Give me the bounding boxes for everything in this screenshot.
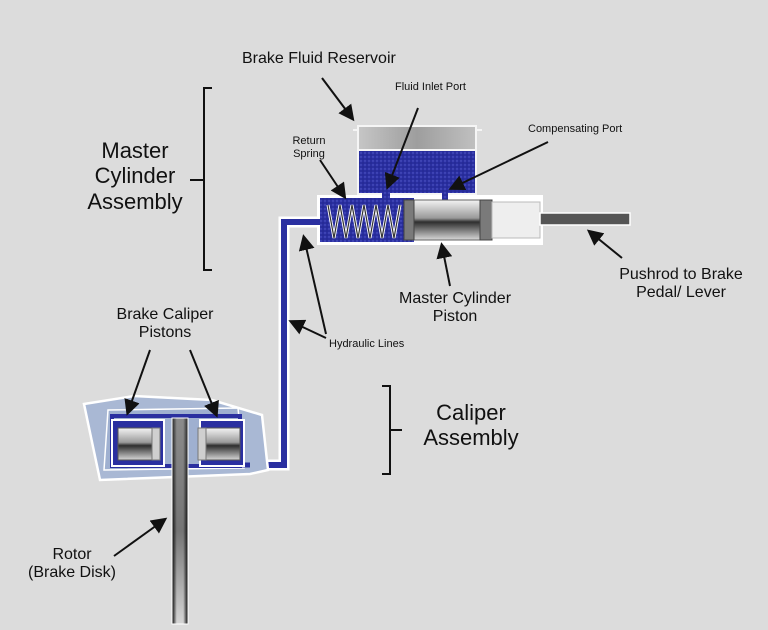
caliper-piston-arrow-left — [124, 349, 151, 416]
inlet-port-label: Fluid Inlet Port — [395, 81, 466, 93]
hydraulic-lines-label: Hydraulic Lines — [329, 338, 405, 350]
caliper-piston-arrow-right — [189, 349, 219, 418]
compensating-port — [442, 190, 448, 200]
return-spring-label: Return Spring — [287, 135, 331, 160]
master-cylinder-piston — [403, 199, 493, 241]
master-cylinder — [317, 190, 543, 245]
return-spring-label-line2: Spring — [293, 147, 325, 160]
mc-piston-line1: Master Cylinder — [398, 290, 512, 307]
hydraulic-line-arrow-lower — [288, 319, 327, 339]
caliper-assembly-line1: Caliper — [436, 400, 506, 425]
caliper-pistons-label: Brake Caliper Pistons — [100, 306, 230, 343]
mc-assembly-line2: Cylinder — [94, 163, 176, 189]
pushrod-line1: Pushrod to Brake — [619, 266, 743, 283]
caliper-bracket — [382, 385, 391, 475]
caliper-assembly-line2: Assembly — [423, 425, 519, 451]
caliper-assembly-label: Caliper Assembly — [406, 400, 536, 451]
hydraulic-line-arrow-upper — [298, 234, 327, 335]
pushrod-arrow — [586, 229, 623, 259]
rotor-label: Rotor (Brake Disk) — [12, 546, 132, 583]
caliper-pistons-line2: Pistons — [138, 324, 192, 342]
rotor-line2: (Brake Disk) — [27, 564, 116, 582]
right-caliper-piston — [205, 427, 241, 461]
mc-assembly-line3: Assembly — [87, 188, 183, 214]
caliper-pistons-line1: Brake Caliper — [116, 306, 214, 323]
inlet-port-arrow — [384, 107, 419, 190]
piston-arrow — [436, 242, 453, 287]
pushrod-line2: Pedal/ Lever — [636, 284, 726, 302]
reservoir-fluid — [357, 149, 477, 195]
master-cylinder-piston-label: Master Cylinder Piston — [380, 290, 530, 327]
pushrod — [539, 212, 631, 226]
rotor-line1: Rotor — [52, 546, 92, 563]
compensating-port-label: Compensating Port — [528, 123, 623, 135]
mc-assembly-line1: Master — [101, 138, 169, 163]
compensating-port-arrow — [448, 141, 549, 191]
rotor-arrow — [113, 517, 168, 557]
master-cylinder-assembly-label: Master Cylinder Assembly — [70, 138, 200, 214]
reservoir-label: Brake Fluid Reservoir — [242, 50, 396, 67]
mc-piston-line2: Piston — [432, 308, 478, 326]
master-cylinder-bracket — [203, 87, 212, 271]
leader-lines — [113, 77, 623, 557]
reservoir-cap — [357, 125, 477, 151]
return-spring-label-line1: Return — [292, 135, 326, 147]
pushrod-label: Pushrod to Brake Pedal/ Lever — [606, 266, 756, 303]
return-spring-arrow — [319, 159, 347, 200]
brake-fluid-reservoir — [353, 125, 482, 195]
left-caliper-piston — [117, 427, 153, 461]
reservoir-arrow — [321, 77, 355, 122]
fluid-inlet-port — [382, 190, 390, 200]
